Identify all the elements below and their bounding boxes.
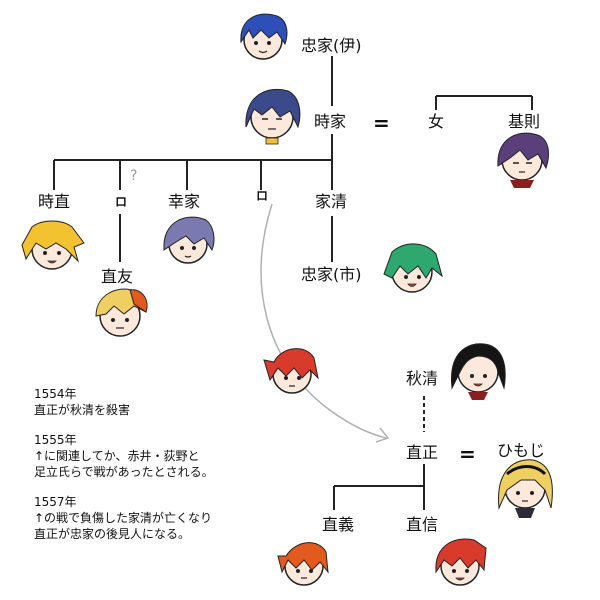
face-akikiyo [451,343,506,400]
label-onna: 女 [428,112,445,131]
note-text: ↑の戦で負傷した家清が亡くなり [34,511,213,525]
label-iekiyo: 家清 [315,192,348,211]
note-text: 直正が秋清を殺害 [34,403,131,417]
note-year: 1554年 [34,387,77,401]
note-text: 足立氏らで戦があったとされる。 [34,465,214,479]
label-akikiyo: 秋清 [406,369,439,388]
face-tadaie-i [240,13,288,60]
note-1555: 1555年 ↑に関連してか、赤井・荻野と 足立氏らで戦があったとされる。 [34,432,214,480]
face-iekiyo-young [263,348,319,394]
history-notes: 1554年 直正が秋清を殺害 1555年 ↑に関連してか、赤井・荻野と 足立氏ら… [34,386,214,556]
relation-arrow-head [375,427,390,443]
face-naotomo [95,288,148,337]
label-small1: ロ [115,195,128,209]
face-naonobu [435,538,487,586]
label-small2: ロ [256,189,269,203]
face-tokiie [245,88,301,145]
label-naomasa: 直正 [406,443,439,462]
face-motonori [497,132,549,188]
label-motonori: 基則 [508,112,541,131]
note-year: 1555年 [34,433,77,447]
tree-lines [53,56,533,510]
note-1554: 1554年 直正が秋清を殺害 [34,386,214,418]
question-mark: ? [130,168,138,184]
note-text: ↑に関連してか、赤井・荻野と [34,449,200,463]
face-yukiie [163,216,215,264]
relation-arrow [260,203,387,439]
marriage-symbol-1: = [373,111,390,135]
note-text: 直正が忠家の後見人になる。 [34,527,191,541]
marriage-symbol-2: = [459,442,476,466]
face-naoyoshi [277,542,329,586]
label-himoji: ひもじ [497,441,546,460]
label-tadaie-shi: 忠家(市) [301,265,362,284]
label-naoyoshi: 直義 [322,515,355,534]
face-tadaie-shi [383,243,443,293]
note-1557: 1557年 ↑の戦で負傷した家清が亡くなり 直正が忠家の後見人になる。 [34,494,214,542]
label-naonobu: 直信 [406,515,439,534]
label-tadaie-i: 忠家(伊) [301,36,362,55]
label-naotomo: 直友 [101,267,134,286]
note-year: 1557年 [34,495,77,509]
face-tokinao [21,220,85,270]
face-himoji [498,459,553,518]
label-yukiie: 幸家 [168,192,201,211]
label-tokinao: 時直 [38,192,71,211]
label-tokiie: 時家 [314,112,347,131]
